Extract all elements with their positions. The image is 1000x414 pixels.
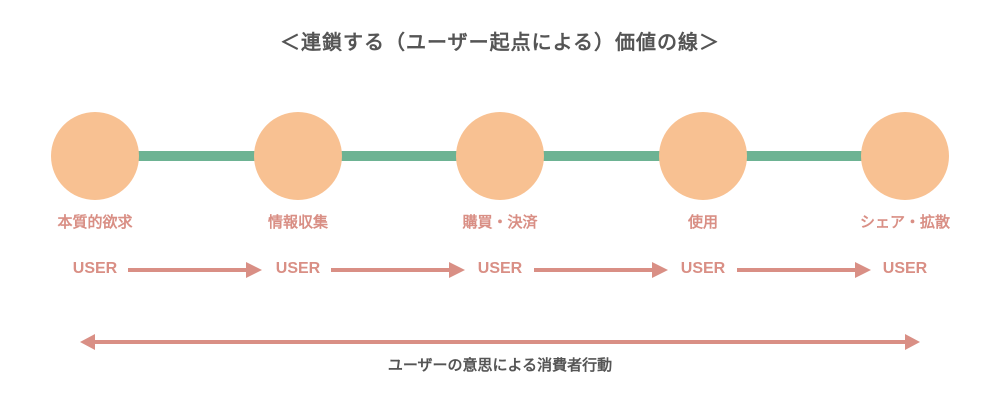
stage-circle-2 [254,112,342,200]
user-label-4: USER [680,260,726,277]
user-arrow-3 [534,262,668,278]
user-label-5: USER [882,260,928,277]
stage-label-3: 購買・決済 [462,213,538,231]
stage-circle-4 [659,112,747,200]
stage-circle-1 [51,112,139,200]
stage-circle-3 [456,112,544,200]
stage-label-1: 本質的欲求 [57,213,133,231]
diagram-title: ＜連鎖する（ユーザー起点による）価値の線＞ [280,30,720,54]
user-label-2: USER [275,260,321,277]
stage-label-2: 情報収集 [267,213,328,231]
stage-label-4: 使用 [687,213,718,231]
consumer-behavior-caption: ユーザーの意思による消費者行動 [387,356,613,374]
user-label-1: USER [72,260,118,277]
consumer-behavior-arrow [80,334,920,350]
user-arrow-1 [128,262,262,278]
user-arrow-4 [737,262,871,278]
user-label-3: USER [477,260,523,277]
stage-label-5: シェア・拡散 [859,213,950,231]
user-arrow-2 [331,262,465,278]
stage-circle-5 [861,112,949,200]
